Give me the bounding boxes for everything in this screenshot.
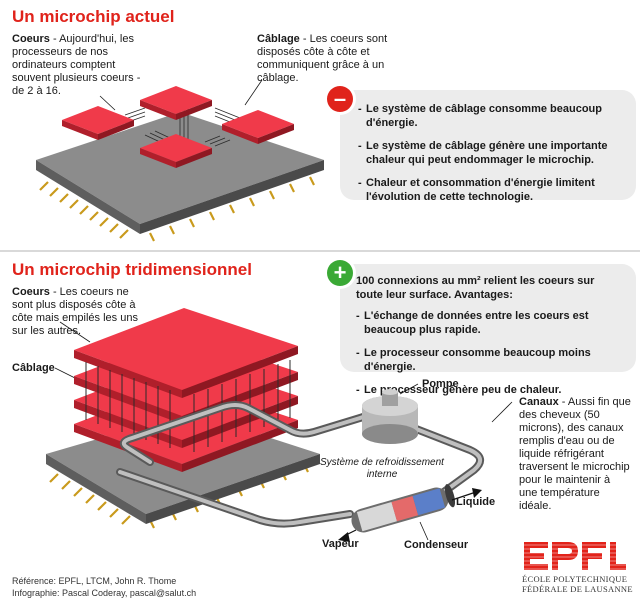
chip-base-right [140,160,324,234]
advantage-item: L'échange de données entre les coeurs es… [356,309,622,337]
chip-base-left [36,160,140,234]
canaux-text: - Aussi fin que des cheveux (50 microns)… [519,396,631,512]
condenseur-label: Condenseur [404,539,469,551]
chip-pins [39,176,315,242]
coeurs-text: - Les coeurs ne sont plus disposés côte … [12,286,138,337]
canaux-description: Canaux - Aussi fin que des cheveux (50 m… [519,396,631,513]
section-title: Un microchip actuel [12,7,175,26]
vapeur-label: Vapeur [322,538,359,550]
credits: Référence: EPFL, LTCM, John R. Thome Inf… [12,575,196,599]
condenser-icon [351,484,456,533]
core-left [62,106,134,140]
pompe-leader-line [399,383,419,395]
flat-chip-illustration [36,79,324,242]
advantage-item: Le processeur consomme beaucoup moins d'… [356,346,622,374]
chip-base-left [46,454,146,524]
disadvantage-item: Chaleur et consommation d'énergie limite… [358,176,620,204]
canaux-label: Canaux [519,396,559,408]
core-bottom [140,134,212,168]
liquide-label: Liquide [456,496,496,508]
section-3d-microchip: Un microchip tridimensionnel Coeurs - Le… [0,252,640,582]
cablage-leader-line [54,367,76,379]
section-title: Un microchip tridimensionnel [12,260,252,279]
core-top [140,86,212,120]
canaux-leader-line [491,401,513,423]
cablage-leader-line [244,79,263,106]
disadvantage-item: Le système de câblage consomme beaucoup … [358,102,620,130]
core-right [222,110,294,144]
coeurs-leader-line [59,321,91,343]
cablage-label: Câblage [12,362,55,374]
stacked-chip-illustration [46,308,513,542]
coeurs-label: Coeurs [12,286,50,298]
cablage-text: - Les coeurs sont disposés côte à côte e… [257,33,388,84]
disadvantages-list: Le système de câblage consomme beaucoup … [340,90,636,204]
coeurs-text: - Aujourd'hui, les processeurs de nos or… [12,33,141,97]
coeurs-description: Coeurs - Aujourd'hui, les processeurs de… [12,33,150,98]
chip-base-right [146,454,320,524]
disadvantages-box: Le système de câblage consomme beaucoup … [340,90,636,203]
cablage-description: Câblage - Les coeurs sont disposés côte … [257,33,417,85]
epfl-logo [522,540,626,572]
section-current-microchip: Un microchip actuel Coeurs - Aujourd'hui… [0,0,640,250]
flow-arrows [338,488,482,542]
pompe-label: Pompe [422,378,459,390]
pump-icon [362,389,418,444]
condenseur-leader-line [419,521,429,541]
coeurs-leader-line [99,95,116,111]
plus-icon: + [327,260,353,286]
advantages-box: 100 connexions au mm² relient les coeurs… [340,264,636,397]
disadvantage-item: Le système de câblage génère une importa… [358,139,620,167]
reference-credit: Référence: EPFL, LTCM, John R. Thome [12,576,177,586]
cooling-tube [116,401,484,528]
epfl-line1: ÉCOLE POLYTECHNIQUE [522,574,628,584]
minus-icon: – [327,86,353,112]
advantages-list: L'échange de données entre les coeurs es… [340,309,636,397]
advantages-intro: 100 connexions au mm² relient les coeurs… [356,275,595,301]
infographie-credit: Infographie: Pascal Coderay, pascal@salu… [12,588,197,598]
coeurs-description: Coeurs - Les coeurs ne sont plus disposé… [12,286,147,338]
section-divider [0,250,640,252]
cablage-label: Câblage [257,33,300,45]
epfl-line2: FÉDÉRALE DE LAUSANNE [522,584,633,594]
coeurs-label: Coeurs [12,33,50,45]
systeme-label: Système de refroidissement interne [320,457,444,480]
epfl-wordmark-text: ÉCOLE POLYTECHNIQUE FÉDÉRALE DE LAUSANNE [522,574,633,594]
